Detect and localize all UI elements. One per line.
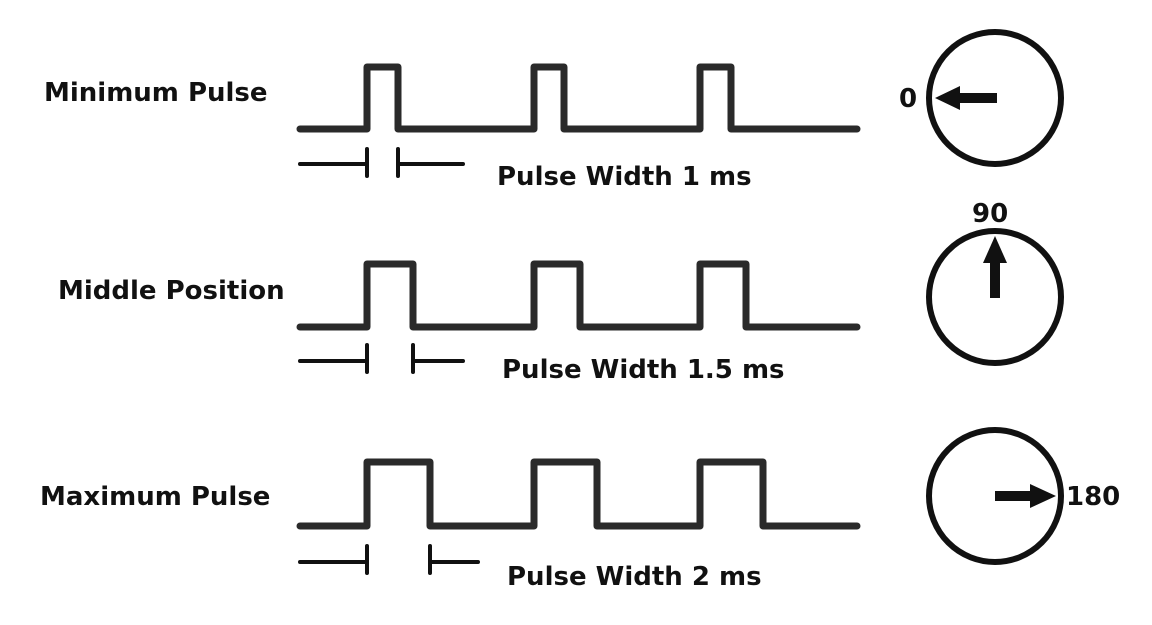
pulse-waveform xyxy=(296,63,861,133)
row-label: Maximum Pulse xyxy=(40,482,270,512)
arrow-right-icon xyxy=(1030,484,1056,508)
pulse-width-label: Pulse Width 1 ms xyxy=(497,162,752,192)
pulse-width-marker xyxy=(298,147,465,178)
angle-label: 0 xyxy=(899,84,917,114)
servo-dial-0deg xyxy=(926,29,1064,167)
row-label: Middle Position xyxy=(58,276,285,306)
arrow-shaft xyxy=(990,258,1000,298)
row-maximum-pulse: Maximum Pulse Pulse Width 2 ms 180 xyxy=(40,427,1120,592)
arrow-up-icon xyxy=(983,236,1007,263)
pulse-width-label: Pulse Width 2 ms xyxy=(507,562,762,592)
arrow-left-icon xyxy=(935,86,960,110)
angle-label: 90 xyxy=(972,199,1008,229)
servo-dial-90deg xyxy=(926,228,1064,366)
arrow-shaft xyxy=(995,491,1035,501)
pulse-width-marker xyxy=(298,544,480,575)
row-minimum-pulse: Minimum Pulse Pulse Width 1 ms 0 xyxy=(44,29,1064,192)
row-middle-position: Middle Position Pulse Width 1.5 ms 90 xyxy=(58,199,1064,385)
pulse-width-label: Pulse Width 1.5 ms xyxy=(502,355,785,385)
pulse-width-marker xyxy=(298,343,465,374)
row-label: Minimum Pulse xyxy=(44,78,268,108)
servo-dial-180deg xyxy=(926,427,1064,565)
arrow-shaft xyxy=(955,93,997,103)
pulse-waveform xyxy=(296,458,861,530)
angle-label: 180 xyxy=(1066,482,1120,512)
pulse-waveform xyxy=(296,260,861,331)
